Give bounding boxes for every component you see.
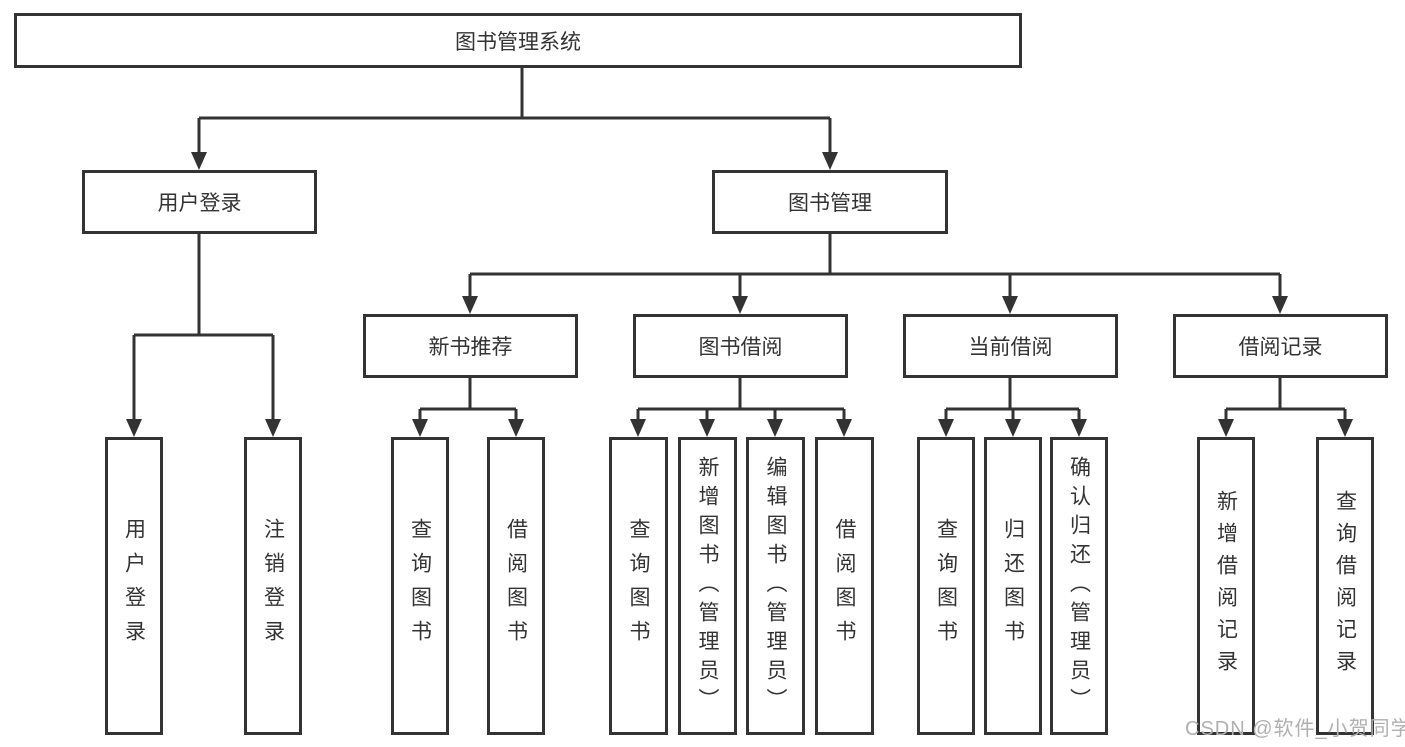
leaf-add-book-admin: 新增图书（管理员） — [678, 437, 737, 735]
node-label: 用户登录 — [122, 518, 146, 654]
leaf-return-book: 归还图书 — [984, 437, 1042, 735]
node-label: 当前借阅 — [968, 336, 1053, 359]
node-label: 查询借阅记录 — [1333, 490, 1357, 682]
node-label: 新书推荐 — [428, 336, 513, 359]
leaf-add-borrow-record: 新增借阅记录 — [1197, 437, 1255, 735]
leaf-query-books-recommend: 查询图书 — [391, 437, 449, 735]
leaf-query-books-borrow: 查询图书 — [609, 437, 668, 735]
node-new-book-recommend: 新书推荐 — [363, 314, 578, 378]
node-label: 新增借阅记录 — [1214, 490, 1238, 682]
leaf-edit-book-admin: 编辑图书（管理员） — [746, 437, 805, 735]
node-label: 借阅图书 — [504, 518, 528, 654]
node-label: 借阅记录 — [1238, 336, 1323, 359]
csdn-watermark: CSDN @软件_小贺同学 — [1185, 718, 1405, 740]
node-label: 注销登录 — [261, 518, 285, 654]
leaf-borrow-books-recommend: 借阅图书 — [487, 437, 545, 735]
node-current-borrow: 当前借阅 — [903, 314, 1118, 378]
node-library-management-system: 图书管理系统 — [14, 13, 1022, 68]
node-label: 图书管理 — [788, 192, 872, 215]
node-label: 归还图书 — [1001, 518, 1025, 654]
leaf-borrow-books: 借阅图书 — [815, 437, 874, 735]
node-label: 新增图书（管理员） — [696, 455, 719, 717]
node-user-login: 用户登录 — [82, 170, 317, 234]
node-label: 查询图书 — [934, 518, 958, 654]
leaf-query-books-current: 查询图书 — [917, 437, 975, 735]
node-label: 图书管理系统 — [455, 30, 581, 54]
node-borrow-records: 借阅记录 — [1173, 314, 1388, 378]
node-label: 查询图书 — [627, 518, 650, 654]
node-label: 图书借阅 — [698, 336, 783, 359]
node-label: 用户登录 — [157, 192, 242, 215]
node-label: 编辑图书（管理员） — [764, 455, 787, 717]
leaf-confirm-return-admin: 确认归还（管理员） — [1050, 437, 1108, 735]
leaf-user-login: 用户登录 — [105, 437, 163, 735]
leaf-query-borrow-record: 查询借阅记录 — [1316, 437, 1374, 735]
node-label: 借阅图书 — [833, 518, 856, 654]
node-label: 查询图书 — [408, 518, 432, 654]
node-label: 确认归还（管理员） — [1067, 455, 1091, 717]
leaf-logout: 注销登录 — [244, 437, 302, 735]
node-book-borrow: 图书借阅 — [633, 314, 848, 378]
node-book-management: 图书管理 — [712, 170, 948, 234]
